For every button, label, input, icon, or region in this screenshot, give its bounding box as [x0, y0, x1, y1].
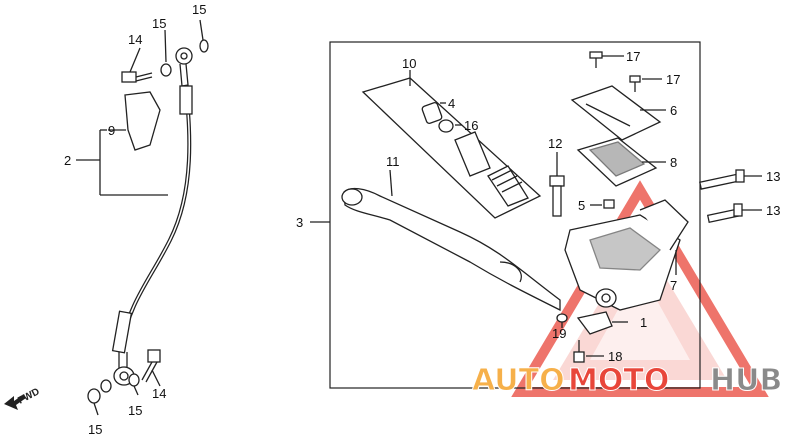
callout-7: 7	[670, 278, 677, 293]
callout-18: 18	[608, 349, 622, 364]
callout-6: 6	[670, 103, 677, 118]
callout-16: 16	[464, 118, 478, 133]
callout-19: 19	[552, 326, 566, 341]
assembly-frame	[329, 41, 701, 389]
callout-12: 12	[548, 136, 562, 151]
callout-15-bottom-b: 15	[88, 422, 102, 437]
callout-11: 11	[386, 154, 400, 169]
callout-3: 3	[296, 215, 303, 230]
callout-13-a: 13	[766, 169, 780, 184]
callout-15-top-a: 15	[152, 16, 166, 31]
master-cylinder-group	[310, 51, 762, 363]
watermark-moto: MOTO	[568, 363, 669, 398]
watermark-auto: AUTO	[472, 363, 565, 398]
watermark-text: AUTO MOTO HUB	[472, 363, 783, 399]
callout-17-b: 17	[666, 72, 680, 87]
callout-labels: 2 9 14 15 15 14 15 15 3 10 4 16 11 12 5 …	[64, 2, 780, 437]
watermark-hub: HUB	[710, 363, 782, 398]
callout-9: 9	[108, 123, 115, 138]
fwd-arrow: FWD	[4, 386, 42, 410]
callout-15-bottom-a: 15	[128, 403, 142, 418]
callout-13-b: 13	[766, 203, 780, 218]
brake-hose-group	[76, 19, 209, 416]
callout-4: 4	[448, 96, 455, 111]
callout-14-bottom: 14	[152, 386, 166, 401]
callout-8: 8	[670, 155, 677, 170]
callout-14-top: 14	[128, 32, 142, 47]
callout-10: 10	[402, 56, 416, 71]
callout-5: 5	[578, 198, 585, 213]
callout-17-a: 17	[626, 49, 640, 64]
callout-2: 2	[64, 153, 71, 168]
callout-15-top-b: 15	[192, 2, 206, 17]
callout-1: 1	[640, 315, 647, 330]
fwd-label: FWD	[16, 386, 41, 406]
